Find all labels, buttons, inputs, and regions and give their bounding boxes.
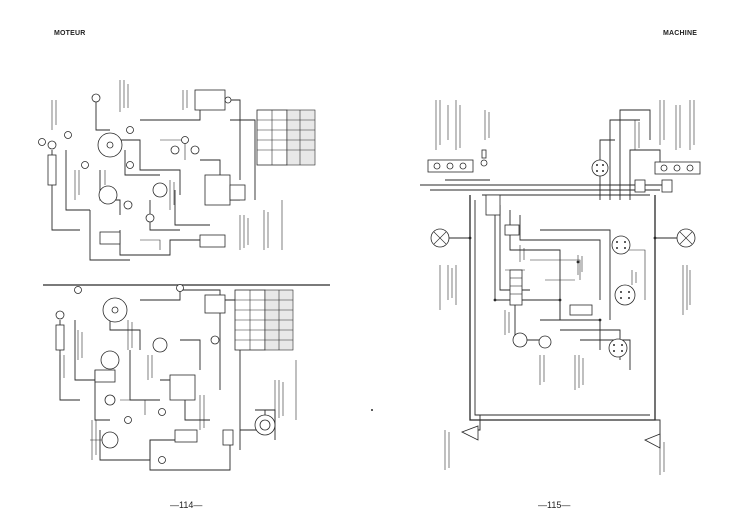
upper-vertical-captions (51, 80, 283, 250)
left-page-number: —114— (170, 500, 203, 510)
machine-wiring (371, 100, 701, 475)
right-page-title: MACHINE (663, 30, 698, 37)
engine-wiring-lower (55, 284, 297, 471)
engine-wiring-upper (38, 80, 330, 286)
right-page-number: —115— (538, 500, 571, 510)
lower-vertical-captions (59, 320, 297, 460)
machine-left-captions (435, 100, 584, 470)
machine-right-captions (631, 100, 695, 475)
left-page-title: MOTEUR (54, 30, 86, 37)
